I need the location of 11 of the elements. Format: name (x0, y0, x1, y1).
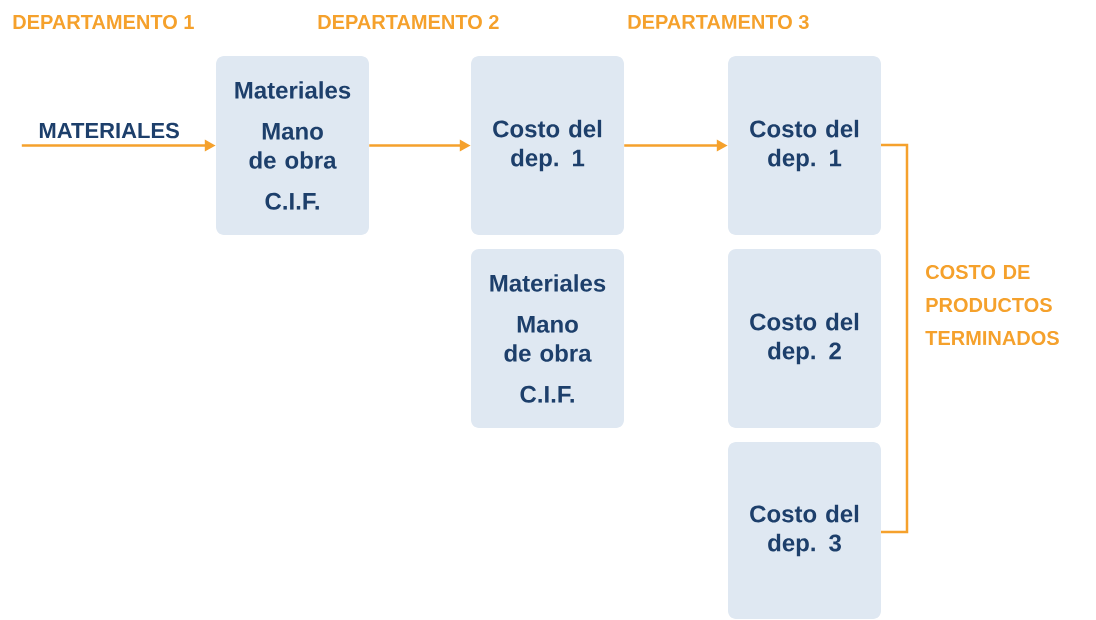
result-label: COSTO DE PRODUCTOS TERMINADOS (925, 264, 1059, 346)
text-box: Costo del dep. 1 (471, 56, 624, 235)
text-box: Materiales Mano de obra C.I.F. (471, 249, 624, 428)
edge-label: MATERIALES (39, 122, 179, 139)
department-heading: DEPARTAMENTO 2 (318, 14, 499, 30)
text-box: Materiales Mano de obra C.I.F. (216, 56, 369, 235)
text-box: Costo del dep. 2 (728, 249, 881, 428)
text-box: Costo del dep. 1 (728, 56, 881, 235)
department-heading: DEPARTAMENTO 3 (628, 14, 809, 30)
department-heading: DEPARTAMENTO 1 (13, 14, 194, 30)
text-box: Costo del dep. 3 (728, 442, 881, 619)
